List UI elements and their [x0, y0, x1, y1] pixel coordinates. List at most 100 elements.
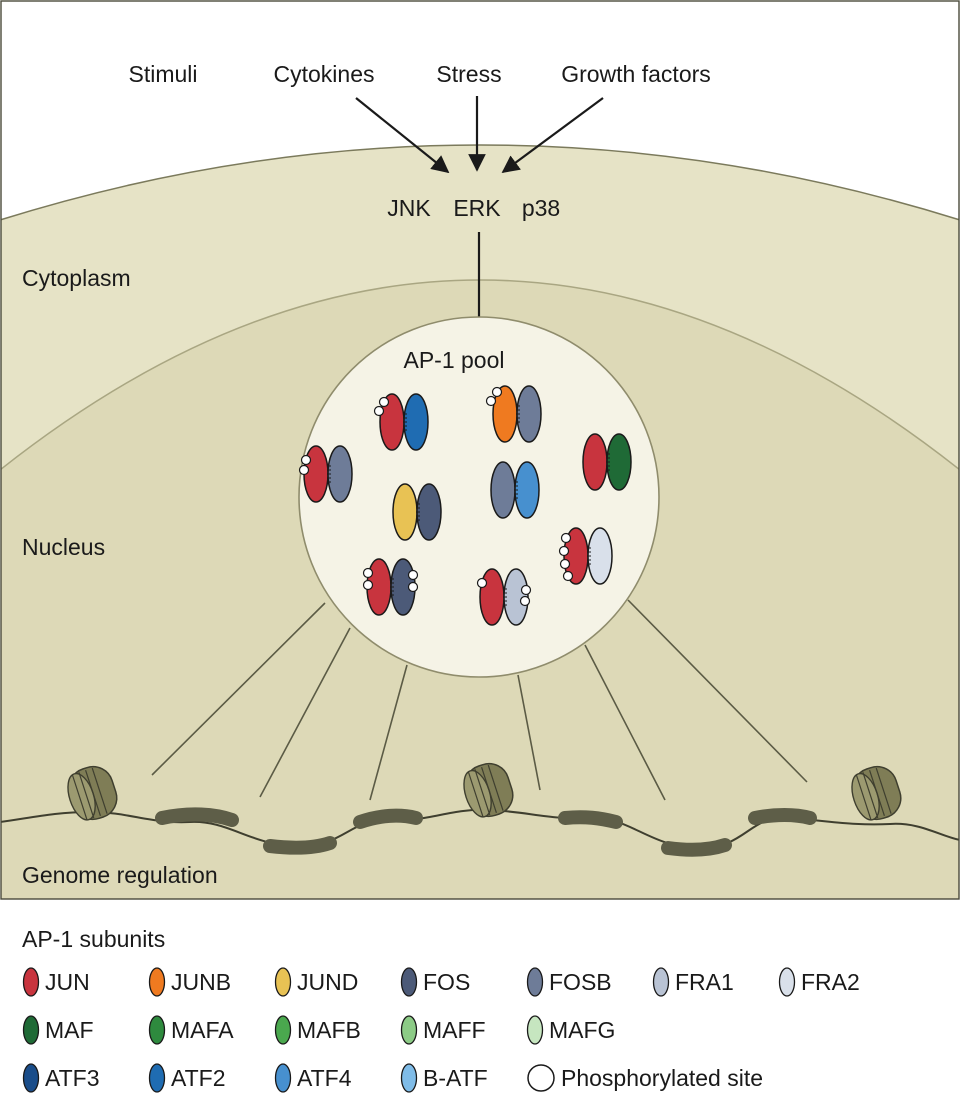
phosphorylated-site: [559, 558, 571, 570]
ap1-dimer: [298, 445, 353, 503]
subunit-swatch: [274, 1063, 292, 1093]
nucleosomes: [67, 762, 902, 821]
phosphorylated-site: [491, 386, 503, 398]
subunit-swatch: [148, 1015, 166, 1045]
subunit-swatch: [22, 1015, 40, 1045]
legend-label: MAF: [45, 1016, 94, 1043]
cytokines-label: Cytokines: [274, 61, 375, 87]
legend-label: FRA2: [801, 968, 860, 995]
subunit-swatch: [148, 967, 166, 997]
nucleosome-groove: [869, 769, 885, 817]
legend-item: JUN: [22, 966, 148, 998]
legend-item: MAFF: [400, 1014, 526, 1046]
phosphorylated-site-swatch: [527, 1064, 555, 1092]
legend-item: FOS: [400, 966, 526, 998]
dimer-subunit: [392, 483, 418, 541]
dimer-subunit: [403, 393, 429, 451]
legend-label: JUNB: [171, 968, 232, 995]
regulation-lines: [151, 599, 808, 801]
ap1-signaling-diagram: Stimuli Cytokines Stress Growth factors …: [0, 0, 960, 900]
phosphorylated-site: [562, 570, 574, 582]
dimer-subunit: [606, 433, 632, 491]
legend-label: MAFG: [549, 1016, 616, 1043]
stimuli-label: Stimuli: [128, 61, 197, 87]
nucleosome: [67, 765, 118, 821]
ap1-dimer: [362, 558, 419, 616]
phosphorylated-site: [407, 569, 419, 581]
legend-label: Phosphorylated site: [561, 1064, 764, 1091]
legend-item: Phosphorylated site: [526, 1062, 826, 1094]
phosphorylated-site: [362, 579, 374, 591]
legend-label: ATF4: [297, 1064, 352, 1091]
ap1-dimer: [582, 433, 632, 491]
legend-label: FRA1: [675, 968, 734, 995]
legend-label: ATF3: [45, 1064, 100, 1091]
chromatin-bundles: [155, 807, 817, 857]
growth-factors-label: Growth factors: [561, 61, 711, 87]
phosphorylated-site: [519, 595, 531, 607]
subunit-swatch: [778, 967, 796, 997]
ap1-dimer: [476, 568, 532, 626]
legend-item: JUNB: [148, 966, 274, 998]
subunit-swatch: [148, 1063, 166, 1093]
nucleus-label: Nucleus: [22, 534, 105, 560]
subunit-swatch: [274, 1015, 292, 1045]
legend-label: FOS: [423, 968, 471, 995]
phosphorylated-site: [362, 567, 374, 579]
legend-item: ATF3: [22, 1062, 148, 1094]
stress-label: Stress: [436, 61, 501, 87]
legend-row: MAF MAFA MAFB MAFF MAFG: [22, 1006, 952, 1054]
nucleosome-groove: [474, 769, 491, 816]
legend-item: FRA2: [778, 966, 904, 998]
legend-item: MAFB: [274, 1014, 400, 1046]
phosphorylated-site: [476, 577, 488, 589]
p38-label: p38: [522, 195, 560, 221]
nucleosome-groove: [481, 766, 497, 814]
dimer-subunit: [416, 483, 442, 541]
subunit-swatch: [652, 967, 670, 997]
phosphorylated-site: [298, 464, 310, 476]
subunit-swatch: [526, 1015, 544, 1045]
legend-label: ATF2: [171, 1064, 226, 1091]
legend-item: FRA1: [652, 966, 778, 998]
legend-title: AP-1 subunits: [22, 926, 166, 952]
legend-label: JUN: [45, 968, 90, 995]
genome-regulation-label: Genome regulation: [22, 862, 218, 888]
legend-label: B-ATF: [423, 1064, 488, 1091]
dimer-subunit: [587, 527, 613, 585]
legend-item: MAFA: [148, 1014, 274, 1046]
subunit-swatch: [400, 967, 418, 997]
subunit-swatch: [22, 967, 40, 997]
dimer-subunit: [479, 568, 505, 626]
ap1-dimer: [392, 483, 442, 541]
legend-item: JUND: [274, 966, 400, 998]
phosphorylated-site: [558, 545, 570, 557]
diagram-frame: [0, 0, 960, 900]
jnk-label: JNK: [387, 195, 431, 221]
nucleosome-groove: [78, 772, 95, 819]
dimer-subunit: [327, 445, 353, 503]
nucleosome-groove: [467, 771, 484, 818]
nucleosome: [463, 762, 514, 818]
erk-label: ERK: [453, 195, 501, 221]
legend-label: FOSB: [549, 968, 612, 995]
legend-row: JUN JUNB JUND FOS FOSB FRA1 FRA2: [22, 958, 952, 1006]
arrow-cytokines: [355, 97, 450, 174]
legend-item: MAF: [22, 1014, 148, 1046]
nucleosome-groove: [855, 774, 872, 821]
nucleosome-groove: [875, 767, 892, 814]
subunit-swatch: [526, 967, 544, 997]
legend-item: ATF2: [148, 1062, 274, 1094]
legend: AP-1 subunits JUN JUNB JUND FOS FOSB FRA1 FRA2…: [22, 924, 952, 1102]
subunit-swatch: [400, 1015, 418, 1045]
dimer-subunit: [516, 385, 542, 443]
dimer-subunit: [582, 433, 608, 491]
ap1-dimer: [490, 461, 540, 519]
arrow-growth-factors: [501, 97, 604, 174]
nucleosome-groove: [487, 764, 504, 811]
legend-item: MAFG: [526, 1014, 652, 1046]
subunit-swatch: [22, 1063, 40, 1093]
legend-label: MAFB: [297, 1016, 361, 1043]
legend-item: FOSB: [526, 966, 652, 998]
